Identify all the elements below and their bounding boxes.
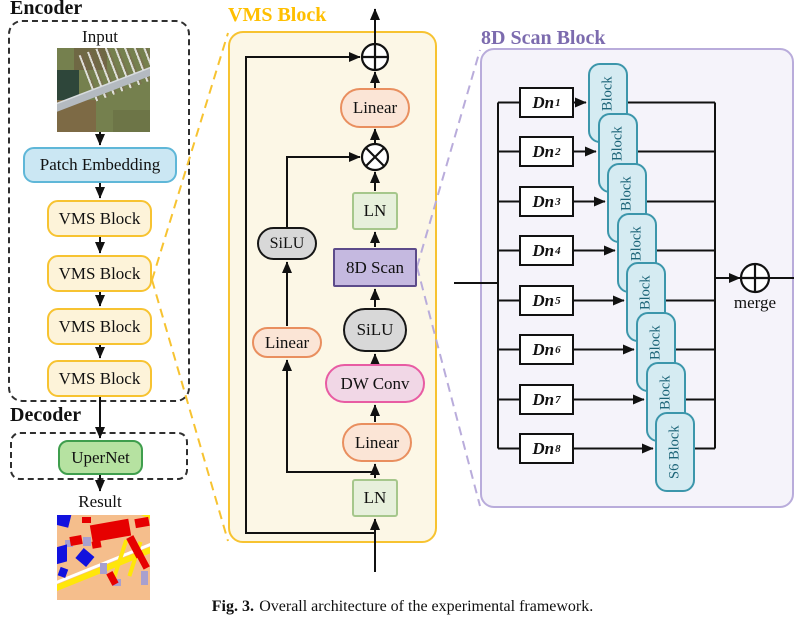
- seg-building: [69, 535, 83, 546]
- caption-text: Overall architecture of the experimental…: [259, 598, 594, 615]
- input-image: [57, 48, 150, 132]
- vms-block-4: VMS Block: [47, 360, 152, 397]
- patch-embedding-box: Patch Embedding: [23, 147, 177, 183]
- dn-label: Dn: [532, 290, 555, 310]
- sat-field: [112, 110, 150, 132]
- decoder-title: Decoder: [10, 404, 82, 426]
- result-label: Result: [78, 492, 122, 511]
- vms-flow-arrows: [245, 8, 380, 572]
- silu-right-box: SiLU: [343, 308, 407, 352]
- ln-bottom-box: LN: [352, 479, 398, 517]
- caption-tag: Fig. 3.: [211, 598, 254, 615]
- silu-left-box: SiLU: [257, 227, 317, 260]
- encoder-title: Encoder: [10, 0, 83, 19]
- add-icon: [360, 42, 390, 72]
- result-image: [57, 515, 150, 600]
- scan-8d-box: 8D Scan: [333, 248, 417, 287]
- seg-clutter: [83, 537, 92, 547]
- vms-panel-title: VMS Block: [228, 4, 327, 26]
- seg-clutter: [65, 539, 73, 548]
- dw-conv-box: DW Conv: [325, 364, 425, 403]
- merge-add-icon: [739, 262, 771, 294]
- merge-label: merge: [733, 293, 777, 312]
- seg-building: [82, 516, 92, 524]
- vms-magnify-connector: [151, 32, 229, 542]
- dn-label: Dn: [532, 92, 555, 112]
- scan-magnify-connector: [416, 49, 481, 507]
- scan-flow-lines: [454, 97, 794, 454]
- dn-label: Dn: [532, 240, 555, 260]
- dn-label: Dn: [532, 141, 555, 161]
- seg-water: [75, 547, 95, 567]
- seg-building: [134, 516, 150, 528]
- figure-caption: Fig. 3. Overall architecture of the exper…: [180, 598, 625, 616]
- seg-building: [91, 539, 103, 549]
- s6-block-8: S6 Block: [655, 412, 695, 492]
- seg-clutter: [140, 571, 149, 585]
- vms-block-1: VMS Block: [47, 200, 152, 237]
- scan-panel-title: 8D Scan Block: [481, 27, 606, 49]
- input-label: Input: [82, 27, 118, 46]
- seg-building: [90, 518, 132, 543]
- linear-mid-box: Linear: [342, 423, 412, 462]
- seg-water: [57, 543, 68, 565]
- linear-left-box: Linear: [252, 327, 322, 358]
- seg-water: [57, 515, 72, 528]
- ln-top-box: LN: [352, 192, 398, 230]
- dn-label: Dn: [532, 438, 555, 458]
- multiply-icon: [360, 142, 390, 172]
- vms-block-3: VMS Block: [47, 308, 152, 345]
- linear-top-box: Linear: [340, 88, 410, 128]
- sat-pond: [57, 69, 80, 101]
- dn-label: Dn: [532, 191, 555, 211]
- upernet-box: UperNet: [58, 440, 143, 475]
- dn-label: Dn: [532, 389, 555, 409]
- seg-clutter: [99, 562, 108, 574]
- vms-block-2: VMS Block: [47, 255, 152, 292]
- dn-label: Dn: [532, 339, 555, 359]
